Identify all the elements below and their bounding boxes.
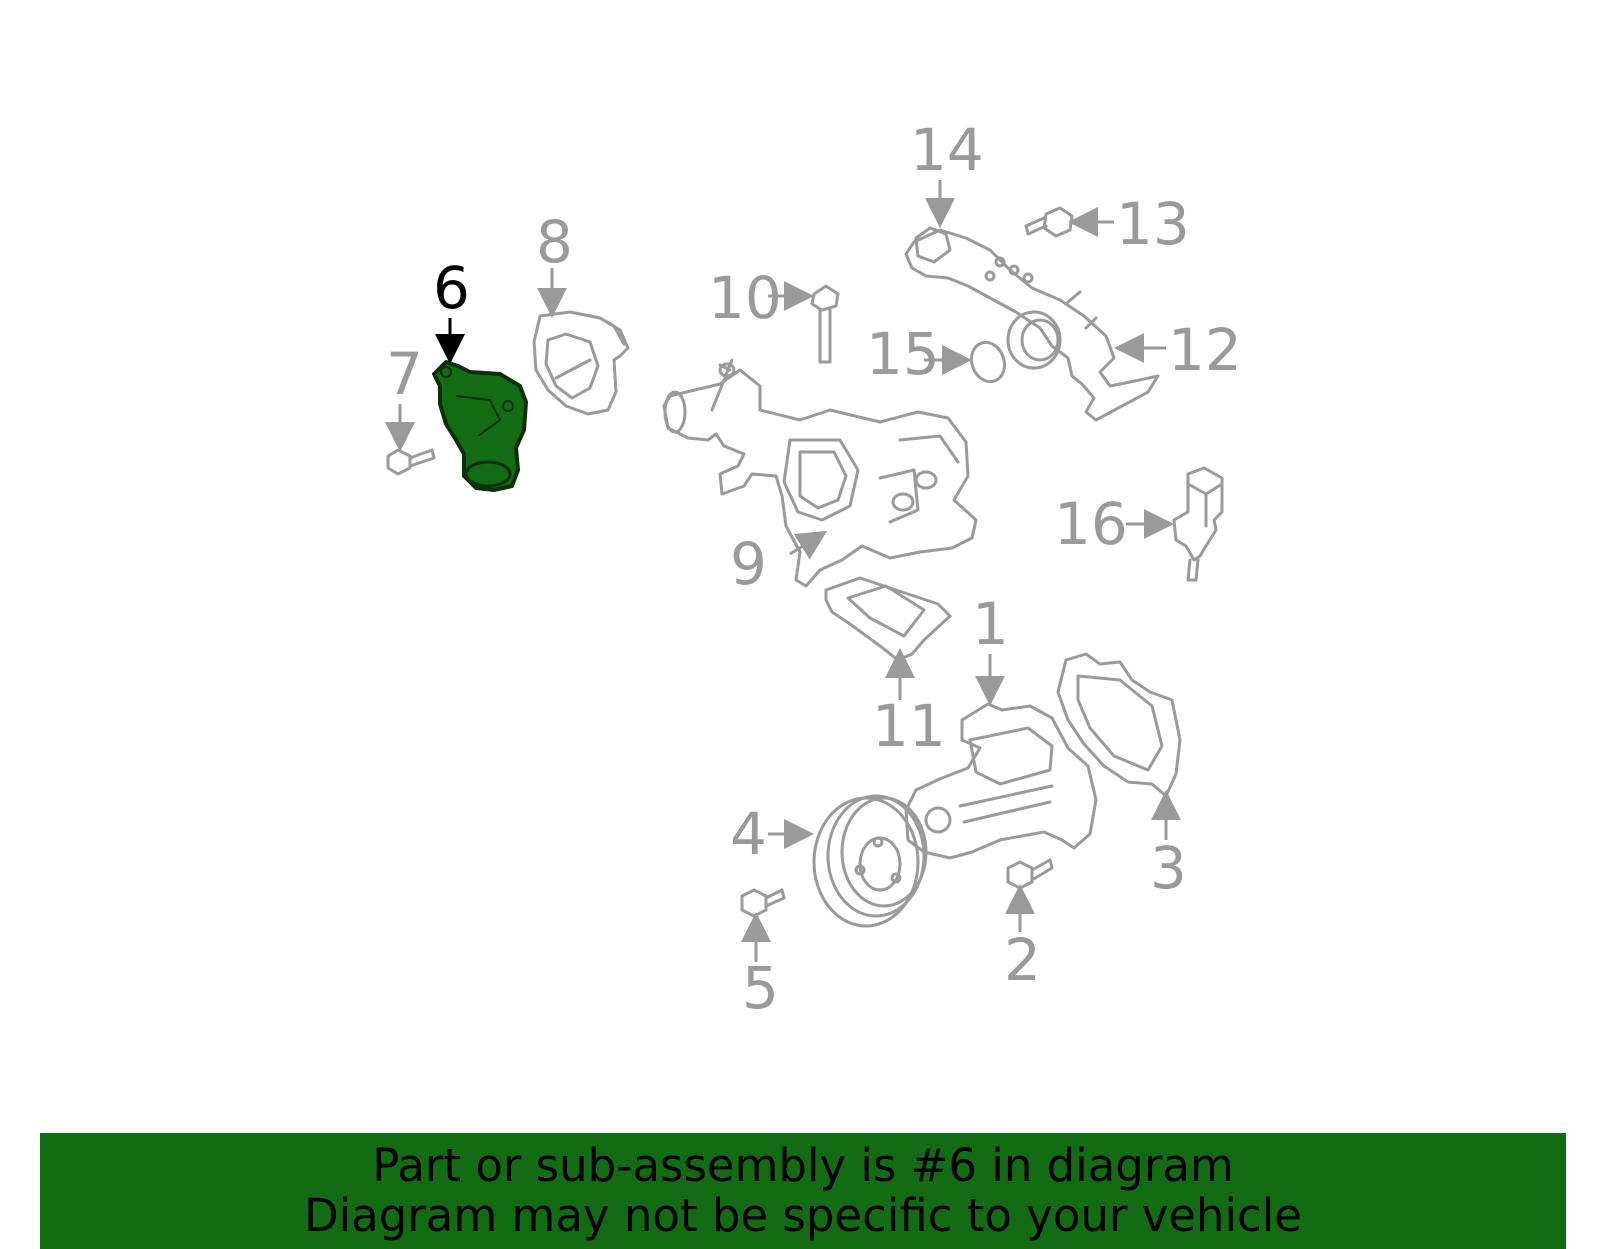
callout-numbers: 6 7 8 10 14 13 12 15 16 9 11 1 3 4 2 5 bbox=[386, 116, 1242, 1022]
part-2-bolt[interactable] bbox=[1006, 858, 1054, 890]
part-13-bolt[interactable] bbox=[1024, 206, 1074, 238]
callout-10[interactable]: 10 bbox=[708, 264, 782, 332]
callout-6[interactable]: 6 bbox=[433, 254, 470, 322]
part-8-thermostat[interactable] bbox=[532, 310, 630, 416]
callout-16[interactable]: 16 bbox=[1054, 490, 1128, 558]
part-11-gasket[interactable] bbox=[824, 576, 952, 662]
callout-3[interactable]: 3 bbox=[1150, 834, 1187, 902]
callout-15[interactable]: 15 bbox=[866, 320, 940, 388]
callout-13[interactable]: 13 bbox=[1116, 190, 1190, 258]
part-15-o-ring[interactable] bbox=[966, 338, 1010, 387]
banner-line-1: Part or sub-assembly is #6 in diagram bbox=[372, 1139, 1234, 1192]
callout-12[interactable]: 12 bbox=[1168, 316, 1242, 384]
part-3-pump-gasket[interactable] bbox=[1056, 652, 1182, 798]
part-5-bolt[interactable] bbox=[740, 888, 786, 918]
callout-1[interactable]: 1 bbox=[972, 590, 1009, 658]
callout-4[interactable]: 4 bbox=[730, 800, 767, 868]
info-banner: Part or sub-assembly is #6 in diagram Di… bbox=[40, 1133, 1566, 1249]
part-6-thermostat-housing[interactable] bbox=[432, 360, 528, 492]
part-12-water-pipe[interactable] bbox=[904, 228, 1160, 422]
part-16-temperature-sensor[interactable] bbox=[1172, 466, 1224, 582]
callout-2[interactable]: 2 bbox=[1004, 926, 1041, 994]
callout-11[interactable]: 11 bbox=[872, 692, 946, 760]
banner-line-2: Diagram may not be specific to your vehi… bbox=[304, 1189, 1302, 1242]
part-7-bolt[interactable] bbox=[386, 448, 436, 476]
part-1-water-pump[interactable] bbox=[904, 702, 1098, 860]
callout-5[interactable]: 5 bbox=[742, 954, 779, 1022]
callout-14[interactable]: 14 bbox=[910, 116, 984, 184]
part-10-bolt[interactable] bbox=[810, 284, 840, 364]
callout-9[interactable]: 9 bbox=[730, 530, 767, 598]
callout-8[interactable]: 8 bbox=[536, 208, 573, 276]
callout-7[interactable]: 7 bbox=[386, 340, 423, 408]
part-14-pipe-flange[interactable] bbox=[914, 226, 952, 264]
part-9-water-outlet-housing[interactable] bbox=[662, 358, 978, 588]
part-4-pulley[interactable] bbox=[812, 794, 928, 928]
leader-arrows bbox=[385, 180, 1181, 962]
